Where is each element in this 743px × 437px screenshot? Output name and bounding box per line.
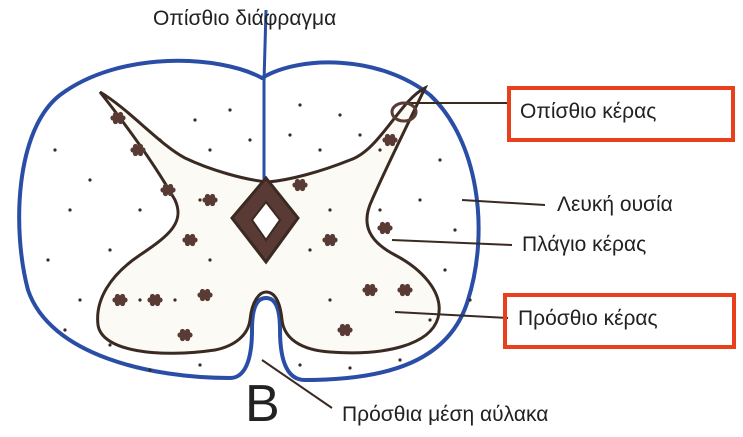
texture-dot xyxy=(443,268,446,271)
texture-dot xyxy=(138,208,141,211)
texture-dot xyxy=(358,133,361,136)
texture-dot xyxy=(46,258,49,261)
texture-dot xyxy=(418,198,421,201)
texture-dot xyxy=(208,148,211,151)
texture-dot xyxy=(308,248,311,251)
texture-dot xyxy=(248,138,251,141)
texture-dot xyxy=(198,363,201,366)
texture-dot xyxy=(348,366,351,369)
texture-dot xyxy=(318,148,321,151)
texture-dot xyxy=(198,198,201,201)
label-white-matter: Λευκή ουσία xyxy=(557,194,673,215)
texture-dot xyxy=(428,318,431,321)
label-posterior-septum: Οπίσθιο διάφραγμα xyxy=(153,8,336,29)
texture-dot xyxy=(468,298,471,301)
texture-dot xyxy=(158,138,161,141)
label-posterior-horn: Οπίσθιο κέρας xyxy=(520,101,656,122)
texture-dot xyxy=(438,158,441,161)
texture-dot xyxy=(88,178,91,181)
texture-dot xyxy=(173,298,176,301)
label-anterior-fissure: Πρόσθια μέση αύλακα xyxy=(342,404,548,425)
label-anterior-horn: Πρόσθιο κέρας xyxy=(518,308,658,329)
texture-dot xyxy=(78,298,81,301)
texture-dot xyxy=(453,228,456,231)
texture-dot xyxy=(378,208,381,211)
panel-letter: B xyxy=(245,378,280,430)
texture-dot xyxy=(298,103,301,106)
texture-dot xyxy=(328,298,331,301)
texture-dot xyxy=(378,148,381,151)
texture-dot xyxy=(298,363,301,366)
texture-dot xyxy=(228,108,231,111)
texture-dot xyxy=(398,358,401,361)
texture-dot xyxy=(63,328,66,331)
texture-dot xyxy=(53,148,56,151)
texture-dot xyxy=(148,368,151,371)
label-lateral-horn: Πλάγιο κέρας xyxy=(522,234,646,255)
texture-dot xyxy=(338,113,341,116)
texture-dot xyxy=(208,258,211,261)
texture-dot xyxy=(328,208,331,211)
texture-dot xyxy=(193,118,196,121)
texture-dot xyxy=(138,298,141,301)
texture-dot xyxy=(288,133,291,136)
texture-dot xyxy=(108,343,111,346)
texture-dot xyxy=(108,248,111,251)
texture-dot xyxy=(68,208,71,211)
